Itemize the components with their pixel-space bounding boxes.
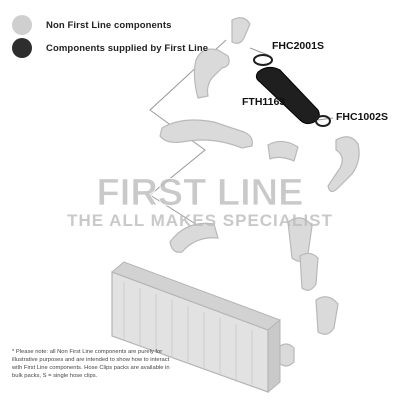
fhc2001s-clip — [253, 54, 273, 66]
intercooler-fins — [123, 282, 253, 386]
fth1163-hose — [255, 66, 320, 125]
grey-hose-lower-right — [315, 296, 339, 335]
watermark-tagline: THE ALL MAKES SPECIALIST — [67, 211, 333, 230]
first-line-parts — [253, 54, 331, 127]
legend-item-first-line: Components supplied by First Line — [12, 38, 208, 58]
legend-item-non-first-line: Non First Line components — [12, 15, 171, 35]
grey-hose-lower-left — [169, 222, 219, 253]
fhc1002s-clip — [315, 115, 331, 127]
grey-elbow-top — [231, 17, 251, 44]
grey-hose-middle — [159, 119, 253, 149]
grey-coupler-middle — [267, 140, 299, 162]
watermark-brand: FIRST LINE — [97, 172, 304, 214]
grey-circle-icon — [12, 15, 32, 35]
intercooler-side — [267, 318, 281, 394]
grey-hose-right — [327, 136, 360, 193]
intercooler — [111, 261, 281, 394]
non-first-line-parts — [159, 17, 360, 367]
part-label-fhc2001s: FHC2001S — [272, 40, 324, 52]
leader-line-fhc2001s — [249, 47, 269, 56]
dark-circle-icon — [12, 38, 32, 58]
legend-label-non-first-line: Non First Line components — [46, 19, 172, 31]
grey-clip-bottom — [277, 343, 295, 367]
part-label-fth1163: FTH1163 — [242, 96, 286, 108]
legend-label-first-line: Components supplied by First Line — [46, 42, 209, 54]
part-label-fhc1002s: FHC1002S — [336, 111, 388, 123]
grey-hose-upper-left — [193, 48, 230, 99]
watermark: FIRST LINE THE ALL MAKES SPECIALIST — [67, 172, 333, 230]
grey-coupler-lower — [299, 252, 319, 291]
footnote: * Please note: all Non First Line compon… — [12, 349, 170, 379]
leader-line-fhc1002s — [317, 117, 334, 121]
